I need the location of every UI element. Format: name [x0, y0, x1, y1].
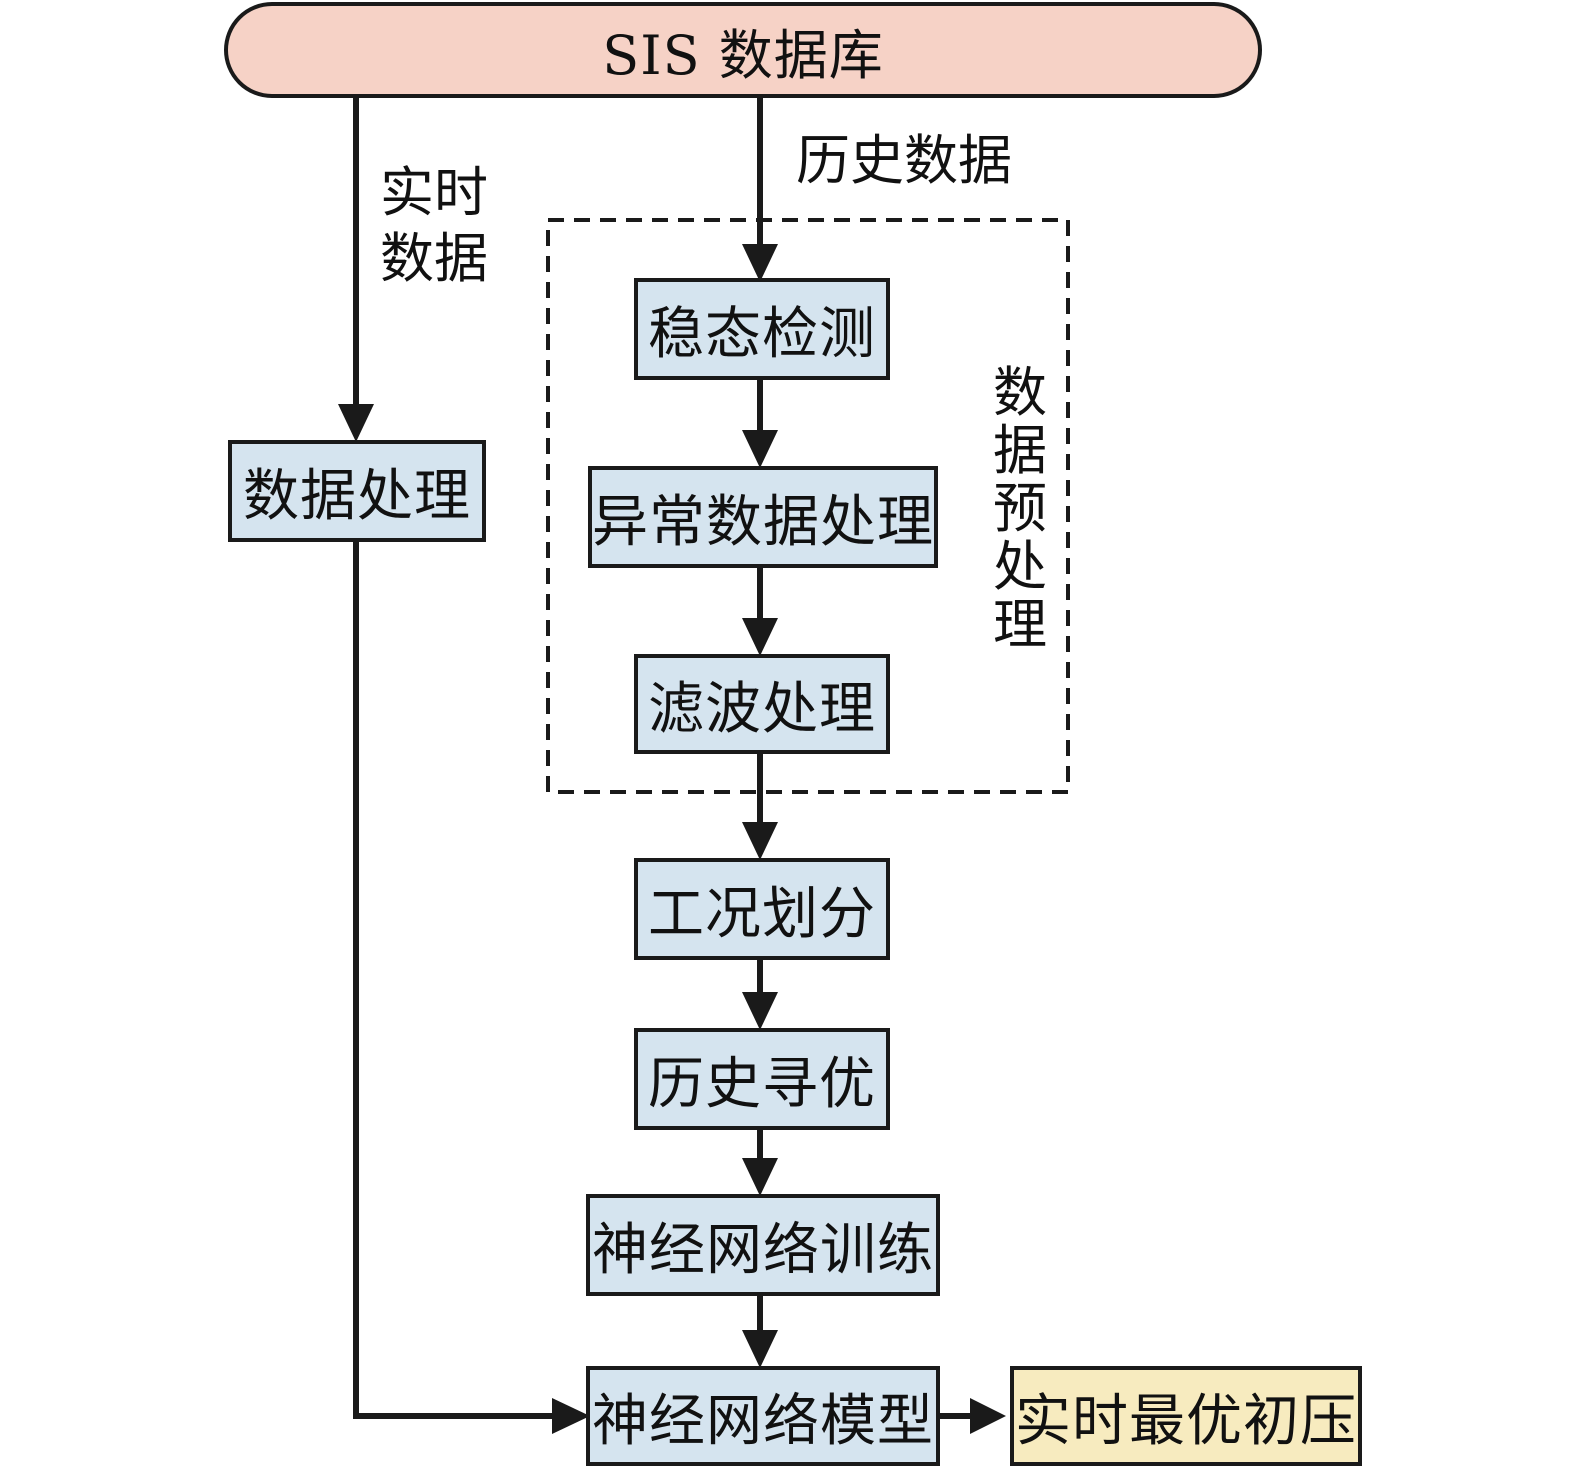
arrowhead-model-top	[742, 1330, 778, 1368]
steady-state-label: 稳态检测	[648, 301, 876, 367]
sis-database-label: SIS 数据库	[602, 23, 884, 87]
nn-model-label: 神经网络模型	[592, 1388, 934, 1454]
preprocessing-group-label: 数 据 预 处 理	[990, 364, 1050, 654]
group-label-char: 理	[993, 593, 1047, 656]
arrowhead-training	[742, 1158, 778, 1196]
nn-training-node: 神经网络训练	[586, 1194, 940, 1296]
condition-label: 工况划分	[648, 881, 876, 947]
preprocessing-group-frame	[546, 218, 1070, 794]
arrowhead-steady	[742, 244, 778, 282]
arrowhead-abnormal	[742, 430, 778, 468]
history-optimization-node: 历史寻优	[634, 1028, 890, 1130]
nn-model-node: 神经网络模型	[586, 1366, 940, 1466]
arrowhead-history	[742, 992, 778, 1030]
abnormal-data-label: 异常数据处理	[592, 489, 934, 555]
group-label-char: 预	[993, 477, 1047, 540]
data-processing-node: 数据处理	[228, 440, 486, 542]
arrowhead-model-left	[552, 1398, 590, 1434]
filter-processing-node: 滤波处理	[634, 654, 890, 754]
data-processing-label: 数据处理	[243, 463, 471, 529]
result-label: 实时最优初压	[1015, 1388, 1357, 1454]
realtime-label-line2: 数据	[380, 227, 488, 290]
arrow-data-processing-to-model	[353, 540, 560, 1419]
realtime-optimal-pressure-node: 实时最优初压	[1010, 1366, 1362, 1466]
nn-training-label: 神经网络训练	[592, 1217, 934, 1283]
arrowhead-data-processing	[338, 404, 374, 442]
arrowhead-filter	[742, 618, 778, 656]
filter-label: 滤波处理	[648, 676, 876, 742]
group-label-char: 据	[993, 419, 1047, 482]
sis-database-node: SIS 数据库	[224, 2, 1262, 98]
arrowhead-result	[970, 1398, 1006, 1434]
history-data-label: 历史数据	[796, 129, 1012, 192]
history-opt-label: 历史寻优	[648, 1051, 876, 1117]
realtime-data-label: 实时 数据	[380, 160, 488, 292]
condition-division-node: 工况划分	[634, 858, 890, 960]
steady-state-detection-node: 稳态检测	[634, 278, 890, 380]
realtime-label-line1: 实时	[380, 161, 488, 224]
arrowhead-condition	[742, 822, 778, 860]
group-label-char: 处	[993, 535, 1047, 598]
abnormal-data-processing-node: 异常数据处理	[588, 466, 938, 568]
group-label-char: 数	[993, 361, 1047, 424]
